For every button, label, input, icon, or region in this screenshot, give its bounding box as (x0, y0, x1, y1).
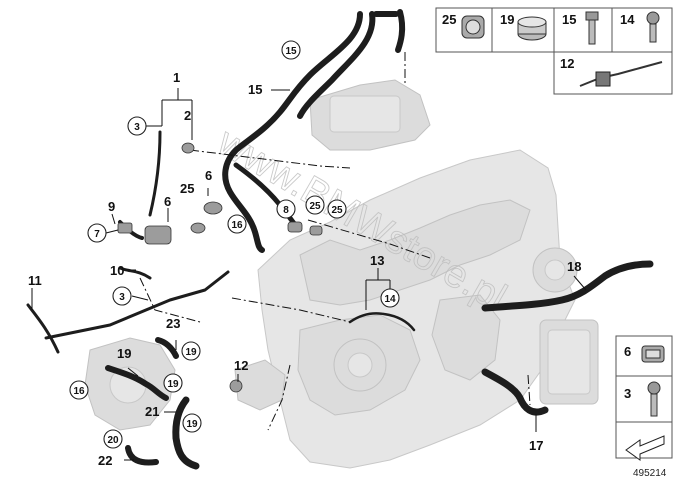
callout-20: 21 (145, 404, 159, 419)
callout-19-d: 20 (107, 435, 119, 446)
callout-12: 14 (384, 294, 396, 305)
circled-callouts: 3 3 7 8 14 15 16 16 19 19 19 20 25 25 (69, 40, 400, 449)
screw-icon (646, 11, 660, 43)
callout-13: 15 (248, 82, 262, 97)
arrow-icon (625, 435, 665, 461)
callout-19-c: 19 (186, 419, 198, 430)
callout-25-a: 25 (309, 201, 321, 212)
callout-21: 22 (98, 453, 112, 468)
small-parts (117, 142, 323, 393)
legend-15: 15 (562, 12, 576, 27)
diagram-number: 495214 (633, 468, 667, 479)
callout-9: 11 (28, 273, 42, 288)
callout-22: 23 (166, 316, 180, 331)
plain-callouts: 1 2 6 6 9 10 11 12 13 15 17 18 19 21 22 … (28, 70, 581, 468)
cable-tie-icon (579, 61, 663, 87)
callout-8: 10 (110, 263, 124, 278)
engine-block-ghost (84, 79, 599, 469)
callout-17: 18 (567, 259, 581, 274)
callout-4: 6 (205, 168, 212, 183)
callout-2: 2 (184, 108, 191, 123)
clip-icon (641, 345, 665, 363)
hoses (26, 9, 654, 470)
callout-18: 19 (117, 346, 131, 361)
side-legend-3: 3 (624, 386, 631, 401)
parts-legend-top: 25 19 15 14 12 (435, 7, 673, 95)
callout-11: 13 (370, 253, 384, 268)
callout-15-lower: 16 (73, 386, 85, 397)
callout-19-b: 19 (167, 379, 179, 390)
callout-6-left: 7 (94, 229, 100, 240)
callout-10: 12 (234, 358, 248, 373)
leader-lines (31, 88, 587, 461)
callout-15-upper: 16 (231, 220, 243, 231)
bolt-icon (585, 11, 599, 45)
callout-3-lower: 3 (119, 292, 125, 303)
callout-6-right: 8 (283, 205, 289, 216)
callout-25-b: 25 (331, 205, 343, 216)
callout-5: 6 (164, 194, 171, 209)
legend-19: 19 (500, 12, 514, 27)
callout-23: 25 (180, 181, 194, 196)
legend-25: 25 (442, 12, 456, 27)
side-legend-6: 6 (624, 344, 631, 359)
legend-14: 14 (620, 12, 635, 27)
callout-19-a: 19 (185, 347, 197, 358)
callout-7: 9 (108, 199, 115, 214)
legend-12: 12 (560, 56, 574, 71)
parts-legend-side: 6 3 (615, 335, 673, 461)
callout-14: 15 (285, 46, 297, 57)
hose-clamp-icon (517, 16, 547, 41)
coupling-icon (461, 15, 485, 39)
bolt-icon-small (647, 381, 661, 417)
callout-1: 1 (173, 70, 180, 85)
callout-16: 17 (529, 438, 543, 453)
callout-3-upper: 3 (134, 122, 140, 133)
